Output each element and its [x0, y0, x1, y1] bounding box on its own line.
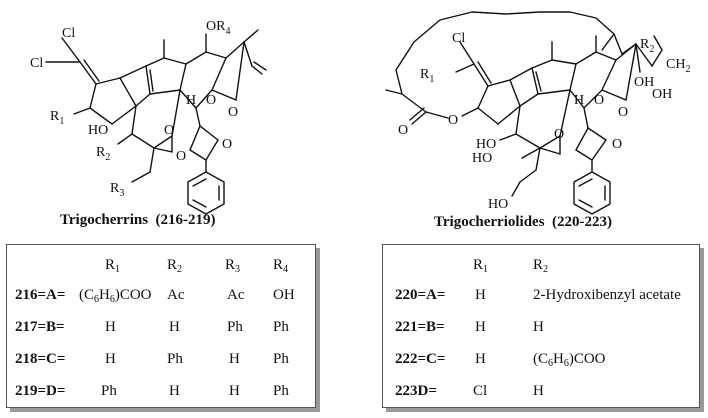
trigocherrin-skeleton — [45, 29, 267, 215]
left-cell-r3: Ph — [227, 319, 243, 335]
left-cell-r4: Ph — [273, 319, 289, 335]
left-cell-r2: H — [169, 383, 180, 399]
left-label-o5: O — [222, 137, 232, 152]
right-cell-r1: H — [475, 351, 486, 367]
right-caption: Trigocherriolides (220-223) — [434, 214, 612, 231]
left-label-or4: OR4 — [206, 19, 230, 37]
left-header-r2: R2 — [167, 257, 183, 275]
right-cell-r2: H — [533, 383, 544, 399]
left-cell-r1: H — [105, 351, 116, 367]
left-row-label: 219=D= — [15, 383, 66, 399]
right-row-label: 223D= — [395, 383, 437, 399]
left-cell-r4: Ph — [273, 351, 289, 367]
left-table-panel: R1 R2 R3 R4 216=A= (C6H6)COO Ac Ac OH 21… — [6, 244, 316, 408]
left-label-r2: R2 — [96, 145, 110, 163]
left-cell-r1: Ph — [101, 383, 117, 399]
right-label-o-carbonyl: O — [398, 123, 408, 138]
left-cell-r4: OH — [273, 287, 295, 303]
left-label-o3: O — [164, 123, 174, 138]
right-label-ch2: CH2 — [666, 57, 690, 75]
right-label-cl: Cl — [452, 31, 465, 46]
right-header-r1: R1 — [473, 257, 489, 275]
left-label-h: H — [186, 93, 196, 108]
left-cell-r3: H — [229, 351, 240, 367]
left-header-r1: R1 — [105, 257, 121, 275]
right-header-r2: R2 — [533, 257, 549, 275]
left-caption-name: Trigocherrins — [60, 212, 149, 228]
right-label-o4: O — [612, 137, 622, 152]
left-cell-r1: H — [105, 319, 116, 335]
right-row-label: 222=C= — [395, 351, 446, 367]
left-label-o2: O — [228, 105, 238, 120]
left-cell-r2: Ph — [167, 351, 183, 367]
right-label-o3: O — [554, 127, 564, 142]
right-label-o-ester: O — [448, 113, 458, 128]
right-caption-range: (220-223) — [552, 214, 613, 230]
left-label-ho: HO — [88, 123, 108, 138]
right-label-o2: O — [618, 105, 628, 120]
left-cell-r1: (C6H6)COO — [79, 287, 152, 305]
right-cell-r1: H — [475, 319, 486, 335]
left-label-cl2: Cl — [30, 56, 43, 71]
left-header-r3: R3 — [225, 257, 241, 275]
left-cell-r2: Ac — [167, 287, 185, 303]
left-cell-r2: H — [169, 319, 180, 335]
left-label-o4: O — [176, 149, 186, 164]
left-label-r3: R3 — [110, 181, 124, 199]
left-cell-r3: Ac — [227, 287, 245, 303]
right-label-h: H — [574, 93, 584, 108]
left-label-cl1: Cl — [62, 26, 75, 41]
right-cell-r2: (C6H6)COO — [533, 351, 606, 369]
structures-drawing: Cl Cl OR4 R1 HO R2 R3 H O O O O O Cl R2 … — [30, 11, 690, 215]
left-caption-range: (216-219) — [155, 212, 216, 228]
right-row-label: 221=B= — [395, 319, 445, 335]
left-cell-r3: H — [229, 383, 240, 399]
right-row-label: 220=A= — [395, 287, 446, 303]
left-row-label: 216=A= — [15, 287, 66, 303]
left-row-label: 218=C= — [15, 351, 66, 367]
right-label-oh2: OH — [652, 87, 672, 102]
right-table-panel: R1 R2 220=A= H 2-Hydroxibenzyl acetate 2… — [382, 244, 700, 408]
right-caption-name: Trigocherriolides — [434, 214, 545, 230]
right-label-ho1: HO — [476, 137, 496, 152]
left-caption: Trigocherrins (216-219) — [60, 212, 216, 229]
left-label-o1: O — [206, 93, 216, 108]
left-cell-r4: Ph — [273, 383, 289, 399]
left-label-r1: R1 — [50, 109, 64, 127]
right-cell-r1: Cl — [473, 383, 488, 399]
left-row-label: 217=B= — [15, 319, 65, 335]
right-cell-r1: H — [475, 287, 486, 303]
right-label-oh1: OH — [634, 75, 654, 90]
right-cell-r2: H — [533, 319, 544, 335]
right-label-ho2: HO — [472, 151, 492, 166]
trigocherriolide-skeleton — [385, 11, 663, 215]
left-header-r4: R4 — [273, 257, 289, 275]
right-label-r1: R1 — [420, 67, 434, 85]
right-label-o1: O — [594, 93, 604, 108]
right-label-ho3: HO — [488, 197, 508, 212]
right-label-r2: R2 — [640, 37, 654, 55]
right-cell-r2: 2-Hydroxibenzyl acetate — [533, 287, 681, 303]
